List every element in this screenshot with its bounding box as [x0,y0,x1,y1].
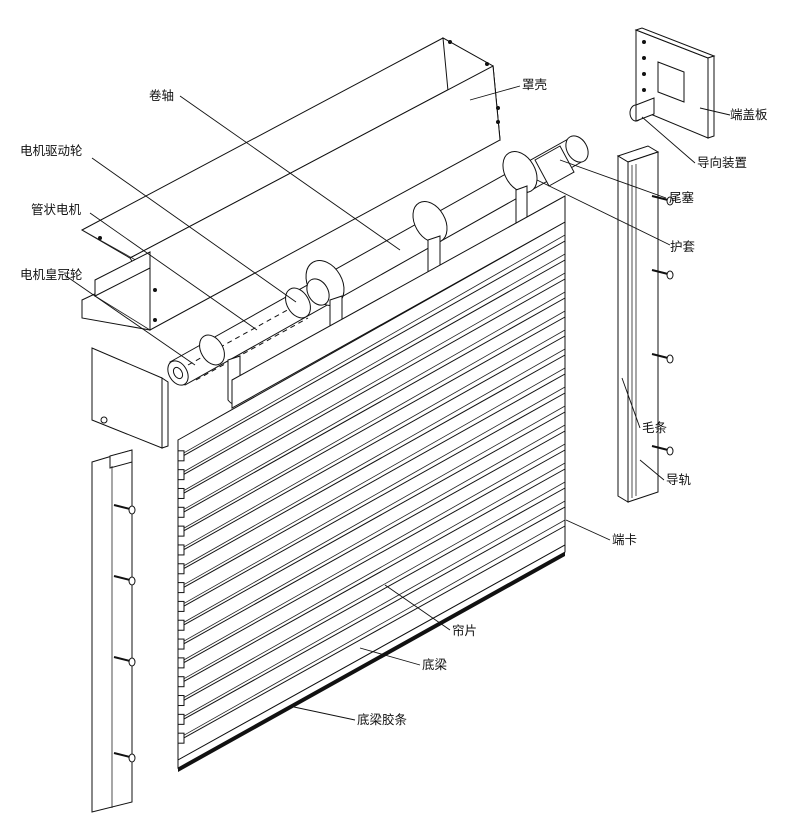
slat-end-clip [177,469,185,481]
rail-screw [113,575,136,586]
slat-joint [177,449,566,667]
slat-joint [177,487,566,704]
slat-edge [183,405,566,623]
label-housing-cover: 罩壳 [522,77,548,92]
label-end-cover-plate: 端盖板 [730,107,768,122]
right-rail-screws [651,195,674,456]
slat-end-clip [177,544,185,556]
label-end-plug: 尾塞 [669,190,695,205]
left-guide-rail [91,449,133,813]
slat-joint [177,468,566,686]
slat-edge [183,424,566,642]
slat-joint [177,297,566,516]
slat-edge [183,329,566,548]
slat-joint [177,525,566,742]
bottom-beam [177,544,566,772]
label-guide-device: 导向装置 [697,155,748,170]
slat-joint [177,278,566,497]
slat-edge [183,310,566,529]
rail-screw [651,269,674,280]
left-end-cover [91,347,169,449]
slat-joint [177,259,566,479]
rail-screw [113,752,136,763]
housing-cover [80,37,501,331]
roller-axle [167,135,589,386]
label-motor-drive-wheel: 电机驱动轮 [20,143,83,158]
slat-end-clip [177,600,185,612]
label-motor-crown-wheel: 电机皇冠轮 [20,267,83,282]
slat-edge [183,272,566,491]
slat-edge [183,386,566,604]
rail-screw [651,445,674,456]
curtain-top-strip [231,195,566,409]
slat-joint [177,240,566,460]
slat-edge [183,253,566,472]
slat-end-clip [177,487,185,499]
slat-joint [177,392,566,610]
slat-joint [177,430,566,648]
label-guide-rail: 导轨 [666,472,692,487]
label-brush-strip: 毛条 [642,420,668,435]
slat-end-clip [177,713,185,725]
slat-end-clip [177,525,185,537]
label-end-clip: 端卡 [612,532,638,547]
label-curtain-slat: 帘片 [452,623,478,638]
slat-edge [183,500,566,717]
curtain-slats [177,195,566,761]
slat-end-clip [177,582,185,594]
slat-joint [177,373,566,592]
end-cover-plate [629,27,716,139]
slat-edge [183,462,566,680]
slat-edge [183,519,566,736]
slat-end-clip [177,450,185,462]
slat-edge [183,367,566,585]
axle-collars [199,151,538,366]
slat-edge [183,348,566,567]
slat-end-clip [177,506,185,518]
slat-end-clip [177,563,185,575]
rail-screw [113,504,136,515]
label-sleeve: 护套 [670,239,696,254]
slat-end-clip [177,695,185,707]
leader-lines [65,85,731,721]
label-roller-axle: 卷轴 [149,88,175,103]
slat-joint [177,316,566,535]
slat-end-clip [177,657,185,669]
slat-edge [183,443,566,661]
slat-edge [183,291,566,510]
slat-edge [183,481,566,698]
slat-end-clip [177,619,185,631]
label-tubular-motor: 管状电机 [31,202,82,217]
right-guide-rail [616,145,660,503]
label-bottom-beam-rubber: 底梁胶条 [357,712,408,727]
slat-end-clip [177,638,185,650]
slat-joint [177,411,566,629]
slat-end-clip [177,676,185,688]
rail-screw [651,353,674,364]
left-rail-screws [113,504,136,763]
rail-screw [651,195,674,206]
left-end-bracket [81,251,157,331]
slat-edge [183,234,566,454]
slat-joint [177,354,566,573]
slat-joint [177,335,566,554]
slat-joint [177,506,566,723]
slat-end-clip [177,732,185,744]
rail-screw [113,656,136,667]
label-bottom-beam: 底梁 [422,657,448,672]
